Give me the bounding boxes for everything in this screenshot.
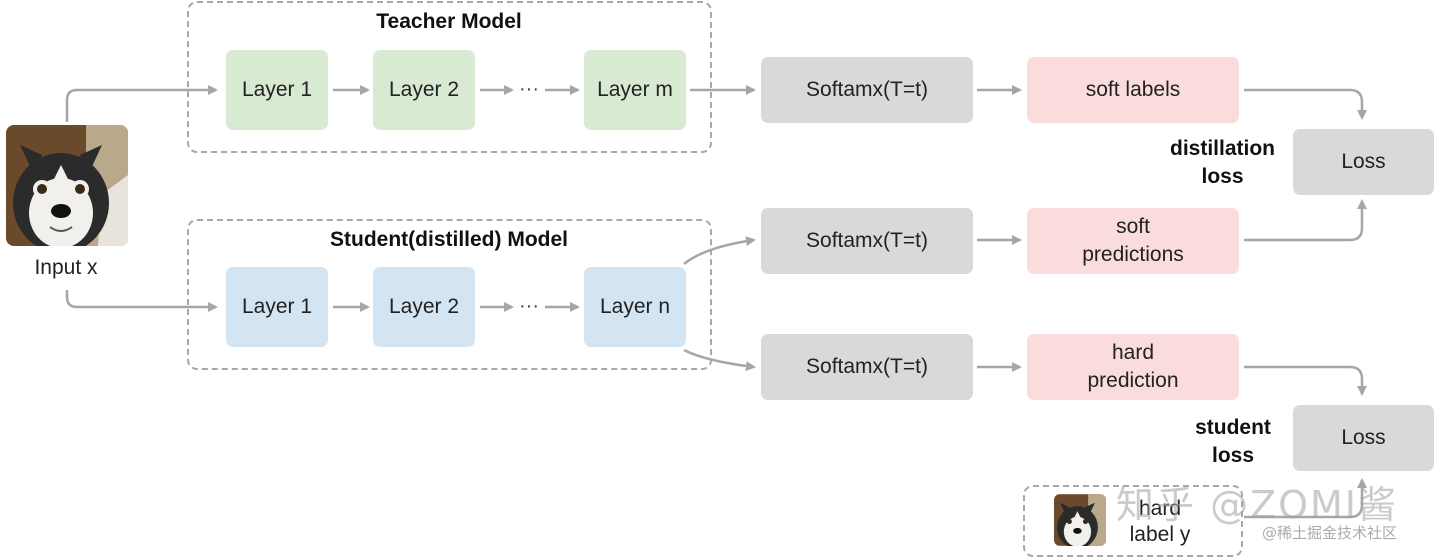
student-loss-box-label: Loss <box>1341 426 1386 449</box>
teacher-layer-1: Layer 1 <box>226 50 328 130</box>
teacher-layer-m: Layer m <box>584 50 686 130</box>
teacher-layer-1-label: Layer 1 <box>241 78 313 101</box>
hard-prediction-label: hard prediction <box>1087 341 1179 392</box>
teacher-layer-2: Layer 2 <box>373 50 475 130</box>
watermark-main: 知乎 @ZOMI酱 <box>1116 483 1399 527</box>
student-softmax-hard-label: Softamx(T=t) <box>806 355 928 378</box>
watermark-sub: @稀土掘金技术社区 <box>1262 524 1398 542</box>
soft-predictions-box: soft predictions <box>1027 208 1239 274</box>
distillation-loss-box-label: Loss <box>1341 150 1386 173</box>
hard-label-y-text: hard label y <box>1129 497 1191 546</box>
input-dog-image <box>6 125 128 246</box>
student-softmax-soft-label: Softamx(T=t) <box>806 229 928 252</box>
arrow-softpred-to-loss1 <box>1244 199 1367 242</box>
student-model-title: Student(distilled) Model <box>330 228 568 251</box>
student-layer-2-label: Layer 2 <box>388 295 460 318</box>
teacher-softmax-label: Softamx(T=t) <box>806 78 928 101</box>
student-softmax-hard-box: Softamx(T=t) <box>761 334 973 400</box>
distillation-loss-caption: distillation loss <box>1170 137 1275 188</box>
teacher-layer-2-label: Layer 2 <box>388 78 460 101</box>
student-layer-1-label: Layer 1 <box>241 295 313 318</box>
label-dog-image <box>1054 494 1106 546</box>
student-loss-caption: student loss <box>1195 416 1271 467</box>
husky-dog-small-icon <box>1054 494 1106 546</box>
hard-prediction-box: hard prediction <box>1027 334 1239 400</box>
teacher-model-title: Teacher Model <box>376 10 522 33</box>
student-layer-n: Layer n <box>584 267 686 347</box>
arrow-softlabels-to-loss1 <box>1244 88 1367 120</box>
teacher-ellipsis: ··· <box>519 78 539 100</box>
student-ellipsis: ··· <box>519 295 539 317</box>
student-model-group <box>187 219 712 370</box>
teacher-model-group <box>187 1 712 153</box>
soft-labels-box: soft labels <box>1027 57 1239 123</box>
distillation-loss-box: Loss <box>1293 129 1434 195</box>
husky-dog-icon <box>6 125 128 246</box>
student-layer-n-label: Layer n <box>599 295 671 318</box>
student-loss-box: Loss <box>1293 405 1434 471</box>
student-layer-1: Layer 1 <box>226 267 328 347</box>
arrow-hardpred-to-loss2 <box>1244 365 1367 396</box>
soft-predictions-label: soft predictions <box>1082 215 1184 266</box>
soft-labels-label: soft labels <box>1085 78 1181 101</box>
hard-label-group <box>1023 485 1243 557</box>
input-x-label: Input x <box>34 256 98 279</box>
student-softmax-soft-box: Softamx(T=t) <box>761 208 973 274</box>
teacher-layer-m-label: Layer m <box>597 78 673 101</box>
teacher-softmax-box: Softamx(T=t) <box>761 57 973 123</box>
student-layer-2: Layer 2 <box>373 267 475 347</box>
